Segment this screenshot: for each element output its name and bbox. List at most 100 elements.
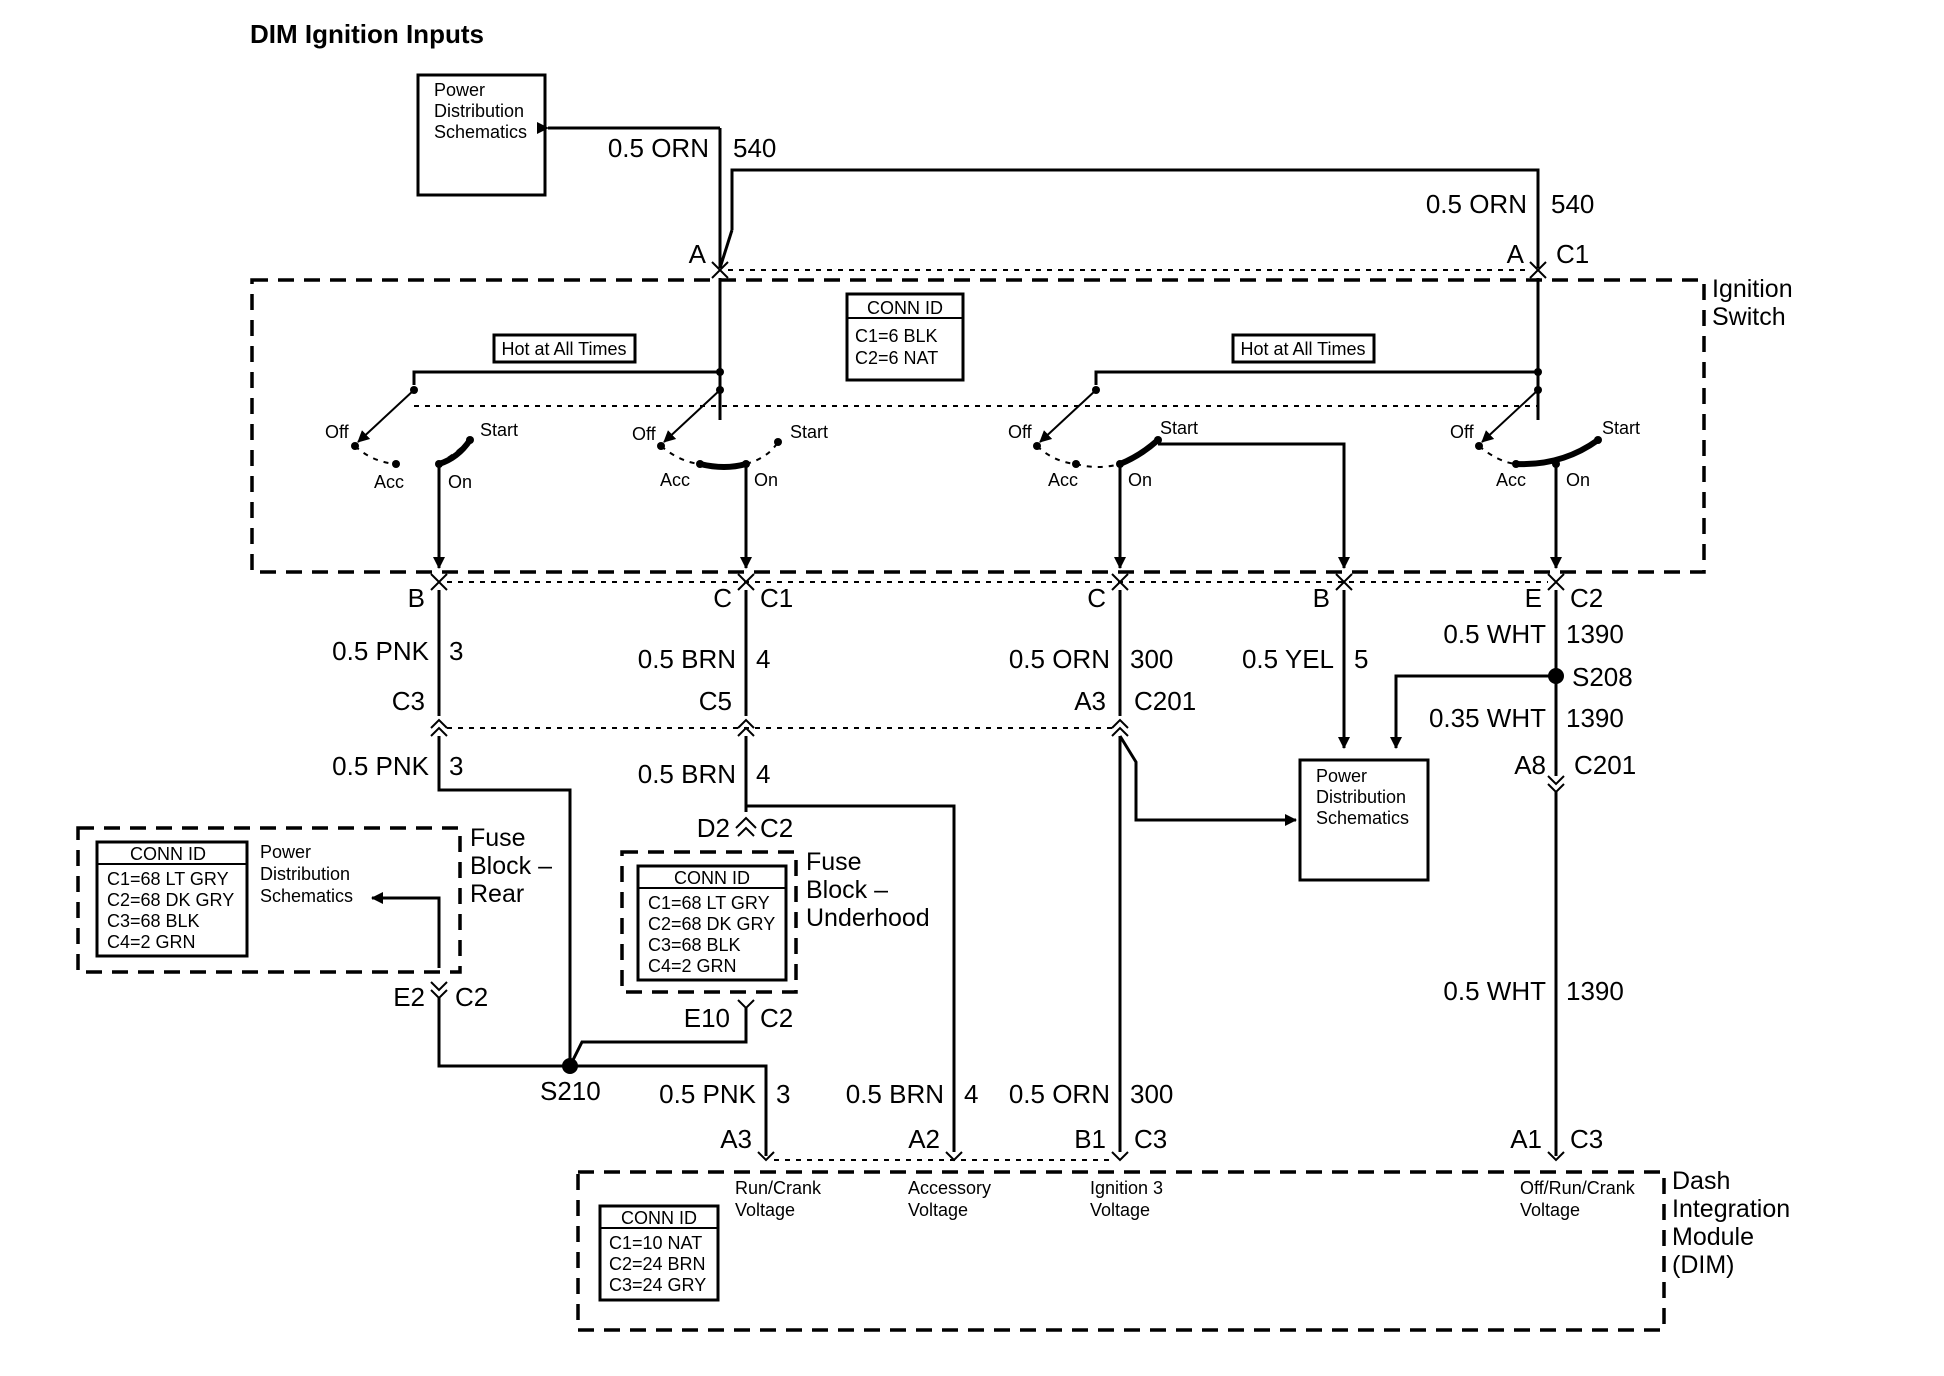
- pin-c3: C3: [392, 686, 425, 716]
- pd-left-line2: Distribution: [260, 864, 350, 884]
- wire-top-right-color: 0.5 ORN: [1426, 189, 1527, 219]
- switch4-on: On: [1566, 470, 1590, 490]
- pin-c2-d2: C2: [760, 813, 793, 843]
- wire-wht-upper-color: 0.5 WHT: [1443, 619, 1546, 649]
- pd-left-line3: Schematics: [260, 886, 353, 906]
- ignition-switch-label-2: Switch: [1712, 303, 1786, 331]
- fuse-block-rear-box: [76, 826, 462, 974]
- dim-conn-2: C2=24 BRN: [609, 1254, 706, 1274]
- fuse-rear-conn-header: CONN ID: [130, 844, 206, 864]
- hot-label-box-left: [492, 333, 637, 364]
- wire-pnk-low-color: 0.5 PNK: [659, 1079, 756, 1109]
- wire-wht-035-color: 0.35 WHT: [1429, 703, 1546, 733]
- dim-label-4: (DIM): [1672, 1251, 1734, 1279]
- switch-conn-id-box: [845, 292, 965, 382]
- switch1-off: Off: [325, 422, 350, 442]
- pin-dim-a1: A1: [1510, 1124, 1542, 1154]
- pd-top-line3: Schematics: [434, 122, 527, 142]
- pd-right-line1: Power: [1316, 766, 1367, 786]
- switch3-off: Off: [1008, 422, 1033, 442]
- fuse-rear-conn-4: C4=2 GRN: [107, 932, 196, 952]
- fuse-underhood-conn-2: C2=68 DK GRY: [648, 914, 775, 934]
- switch-conn-line1: C1=6 BLK: [855, 326, 938, 346]
- dim-input-2-line2: Voltage: [908, 1200, 968, 1220]
- fuse-underhood-label-1: Fuse: [806, 848, 862, 876]
- switch2-off: Off: [632, 424, 657, 444]
- switch3-on: On: [1128, 470, 1152, 490]
- pd-top-line1: Power: [434, 80, 485, 100]
- wire-wht-low-color: 0.5 WHT: [1443, 976, 1546, 1006]
- fuse-underhood-conn-4: C4=2 GRN: [648, 956, 737, 976]
- switch1-acc: Acc: [374, 472, 404, 492]
- wire-orn-low-circuit: 300: [1130, 1079, 1173, 1109]
- pin-c201-b: C201: [1574, 750, 1636, 780]
- pin-c2-mid: C2: [1570, 583, 1603, 613]
- fuse-rear-label-1: Fuse: [470, 824, 526, 852]
- pin-d2: D2: [697, 813, 730, 843]
- fuse-block-underhood-box: [620, 850, 798, 994]
- wire-brn-low-color: 0.5 BRN: [846, 1079, 944, 1109]
- pin-b2: B: [1313, 583, 1330, 613]
- switch4-acc: Acc: [1496, 470, 1526, 490]
- wire-wht-upper-circuit: 1390: [1566, 619, 1624, 649]
- wire-top-left-color: 0.5 ORN: [608, 133, 709, 163]
- fuse-rear-label-2: Block –: [470, 852, 552, 880]
- switch3-start: Start: [1160, 418, 1198, 438]
- splice-s210-label: S210: [540, 1076, 601, 1106]
- wire-orn-upper-circuit: 300: [1130, 644, 1173, 674]
- dim-input-4-line1: Off/Run/Crank: [1520, 1178, 1636, 1198]
- pin-a-left: A: [689, 239, 707, 269]
- dim-input-2-line1: Accessory: [908, 1178, 991, 1198]
- dim-conn-box: [598, 1204, 720, 1302]
- ignition-switch-label-1: Ignition: [1712, 275, 1793, 303]
- switch1-on: On: [448, 472, 472, 492]
- pin-dim-b1: B1: [1074, 1124, 1106, 1154]
- switch2-acc: Acc: [660, 470, 690, 490]
- pin-c2-e2: C2: [455, 982, 488, 1012]
- dim-input-1-line1: Run/Crank: [735, 1178, 822, 1198]
- pin-e2: E2: [393, 982, 425, 1012]
- pin-c-b: C: [1087, 583, 1106, 613]
- fuse-rear-conn-3: C3=68 BLK: [107, 911, 200, 931]
- wire-pnk-upper-color: 0.5 PNK: [332, 636, 429, 666]
- pin-dim-c3a: C3: [1134, 1124, 1167, 1154]
- fuse-rear-conn-1: C1=68 LT GRY: [107, 869, 229, 889]
- pd-right-line3: Schematics: [1316, 808, 1409, 828]
- dim-input-4-line2: Voltage: [1520, 1200, 1580, 1220]
- fuse-rear-conn-2: C2=68 DK GRY: [107, 890, 234, 910]
- dim-conn-header: CONN ID: [621, 1208, 697, 1228]
- fuse-underhood-conn-3: C3=68 BLK: [648, 935, 741, 955]
- pin-c2-e10: C2: [760, 1003, 793, 1033]
- wire-yel-circuit: 5: [1354, 644, 1368, 674]
- dim-label-1: Dash: [1672, 1167, 1730, 1195]
- fuse-underhood-label-3: Underhood: [806, 904, 930, 932]
- pd-left-line1: Power: [260, 842, 311, 862]
- switch2-on: On: [754, 470, 778, 490]
- hot-label-right: Hot at All Times: [1240, 339, 1365, 359]
- pin-dim-a2: A2: [908, 1124, 940, 1154]
- pin-c1-mid: C1: [760, 583, 793, 613]
- wire-top-left-circuit: 540: [733, 133, 776, 163]
- wire-brn-low-circuit: 4: [964, 1079, 978, 1109]
- power-distribution-top-box: [416, 73, 547, 197]
- pin-a3-c201: A3: [1074, 686, 1106, 716]
- splice-s208-label: S208: [1572, 662, 1633, 692]
- pd-right-line2: Distribution: [1316, 787, 1406, 807]
- fuse-rear-label-3: Rear: [470, 880, 524, 908]
- pin-a8: A8: [1514, 750, 1546, 780]
- pd-top-line2: Distribution: [434, 101, 524, 121]
- fuse-underhood-conn-header: CONN ID: [674, 868, 750, 888]
- power-distribution-right-box: [1298, 758, 1430, 882]
- wire-wht-035-circuit: 1390: [1566, 703, 1624, 733]
- switch4-off: Off: [1450, 422, 1475, 442]
- wire-brn-mid-circuit: 4: [756, 759, 770, 789]
- pin-e10: E10: [684, 1003, 730, 1033]
- wire-pnk-mid-circuit: 3: [449, 751, 463, 781]
- pin-dim-c3b: C3: [1570, 1124, 1603, 1154]
- ignition-switch-box: [250, 278, 1706, 574]
- dim-input-1-line2: Voltage: [735, 1200, 795, 1220]
- switch2-start: Start: [790, 422, 828, 442]
- wire-orn-upper-color: 0.5 ORN: [1009, 644, 1110, 674]
- dim-label-3: Module: [1672, 1223, 1754, 1251]
